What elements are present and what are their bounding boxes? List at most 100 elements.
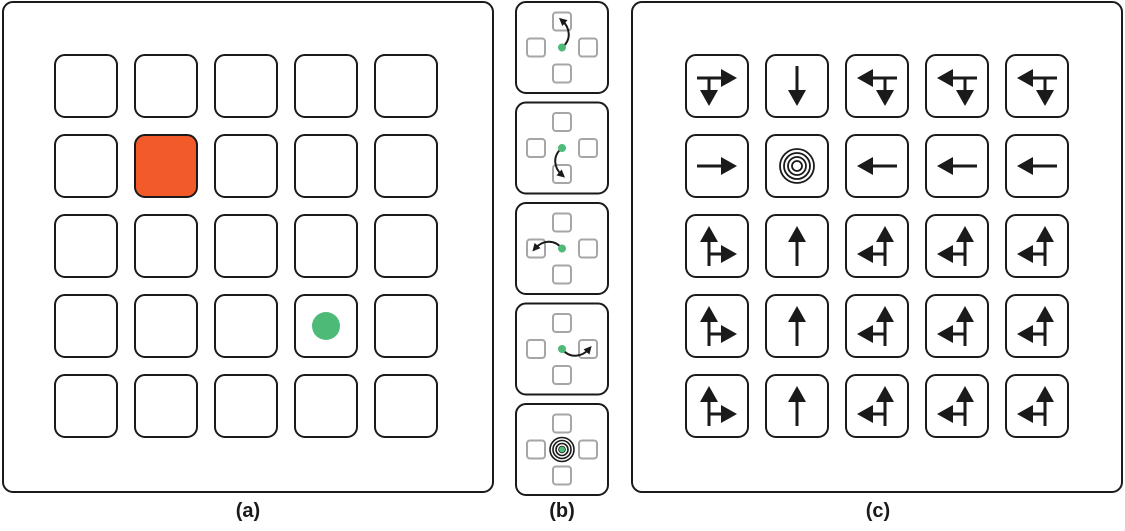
policy-cell: [925, 54, 989, 118]
action-frame: [515, 403, 609, 496]
policy-cell: [845, 134, 909, 198]
action-stay: [515, 403, 609, 496]
arrow-head: [857, 69, 873, 87]
stay-ring: [552, 439, 572, 460]
policy-frame: [1005, 374, 1069, 438]
move-arrow: [532, 240, 563, 252]
move-arrow: [554, 147, 566, 178]
policy-frame: [685, 214, 749, 278]
policy-cell: [1005, 134, 1069, 198]
neighbor-cell: [578, 37, 598, 58]
move-arrow: [561, 345, 592, 357]
arrow-head: [721, 157, 737, 175]
grid-cell: [214, 294, 278, 358]
policy-cell: [1005, 374, 1069, 438]
grid-cell: [214, 134, 278, 198]
neighbor-cell: [552, 164, 572, 184]
arrow-head: [1017, 69, 1033, 87]
neighbor-cell: [526, 138, 546, 158]
arrow-head: [788, 90, 806, 106]
policy-frame: [765, 134, 829, 198]
policy-frame: [925, 214, 989, 278]
policy-cell: [765, 214, 829, 278]
policy-cell: [925, 214, 989, 278]
panel-c: [631, 1, 1123, 493]
policy-cell: [765, 374, 829, 438]
grid-cell: [294, 134, 358, 198]
arrow-head: [700, 90, 718, 106]
policy-cell: [765, 54, 829, 118]
grid-cell: [374, 54, 438, 118]
agent-dot: [558, 244, 566, 253]
agent-dot: [558, 345, 566, 353]
neighbor-cell: [552, 365, 572, 385]
neighbor-cell: [552, 264, 572, 285]
arrow-head: [721, 325, 737, 343]
neighbor-cell: [526, 238, 546, 259]
action-frame: [515, 202, 609, 295]
caption-a: (a): [235, 500, 261, 522]
neighbor-cell: [526, 439, 546, 460]
arrow-head: [937, 405, 953, 423]
grid-cell: [134, 214, 198, 278]
arrow-head: [721, 245, 737, 263]
arrow-head: [857, 405, 873, 423]
action-frame: [515, 302, 609, 396]
arrow-head: [1017, 157, 1033, 175]
policy-cell: [1005, 214, 1069, 278]
policy-frame: [765, 54, 829, 118]
policy-frame: [1005, 54, 1069, 118]
panel-c-frame: [631, 1, 1123, 493]
action-up: [515, 1, 609, 94]
agent-dot: [558, 144, 566, 152]
arrow-head: [700, 306, 718, 322]
policy-frame: [685, 54, 749, 118]
policy-cell: [1005, 294, 1069, 358]
policy-cell: [685, 294, 749, 358]
policy-cell: [685, 134, 749, 198]
arrow-head: [1017, 405, 1033, 423]
arrow-head: [857, 245, 873, 263]
policy-frame: [765, 294, 829, 358]
grid-cell: [374, 214, 438, 278]
stay-ring: [555, 442, 569, 457]
policy-frame: [925, 374, 989, 438]
policy-cell: [685, 54, 749, 118]
grid-cell: [294, 214, 358, 278]
neighbor-cell: [552, 212, 572, 233]
arrow-head: [788, 306, 806, 322]
grid-cell: [54, 54, 118, 118]
grid-c: [685, 54, 1069, 438]
neighbor-cell: [578, 339, 598, 359]
caption-b: (b): [549, 500, 575, 522]
arrow-head: [876, 226, 894, 242]
arrow-head: [937, 245, 953, 263]
policy-frame: [845, 134, 909, 198]
stay-ring: [549, 436, 575, 463]
arrow-head: [788, 226, 806, 242]
policy-cell: [1005, 54, 1069, 118]
stay-ring: [787, 156, 807, 176]
policy-frame: [685, 134, 749, 198]
arrow-head: [1036, 90, 1054, 106]
grid-cell: [214, 54, 278, 118]
grid-cell: [374, 374, 438, 438]
policy-cell: [765, 134, 829, 198]
arrow-head: [937, 157, 953, 175]
policy-cell: [685, 374, 749, 438]
grid-cell: [214, 374, 278, 438]
neighbor-cell: [526, 37, 546, 58]
move-arrow: [558, 17, 570, 49]
arrow-head: [937, 69, 953, 87]
grid-cell: [134, 54, 198, 118]
grid-cell: [294, 54, 358, 118]
action-frame: [515, 101, 609, 195]
arrow-head: [956, 226, 974, 242]
grid-cell: [54, 374, 118, 438]
neighbor-cell: [552, 11, 572, 32]
policy-frame: [925, 134, 989, 198]
arrow-head: [857, 325, 873, 343]
neighbor-cell: [526, 339, 546, 359]
neighbor-cell: [578, 138, 598, 158]
action-left: [515, 202, 609, 295]
